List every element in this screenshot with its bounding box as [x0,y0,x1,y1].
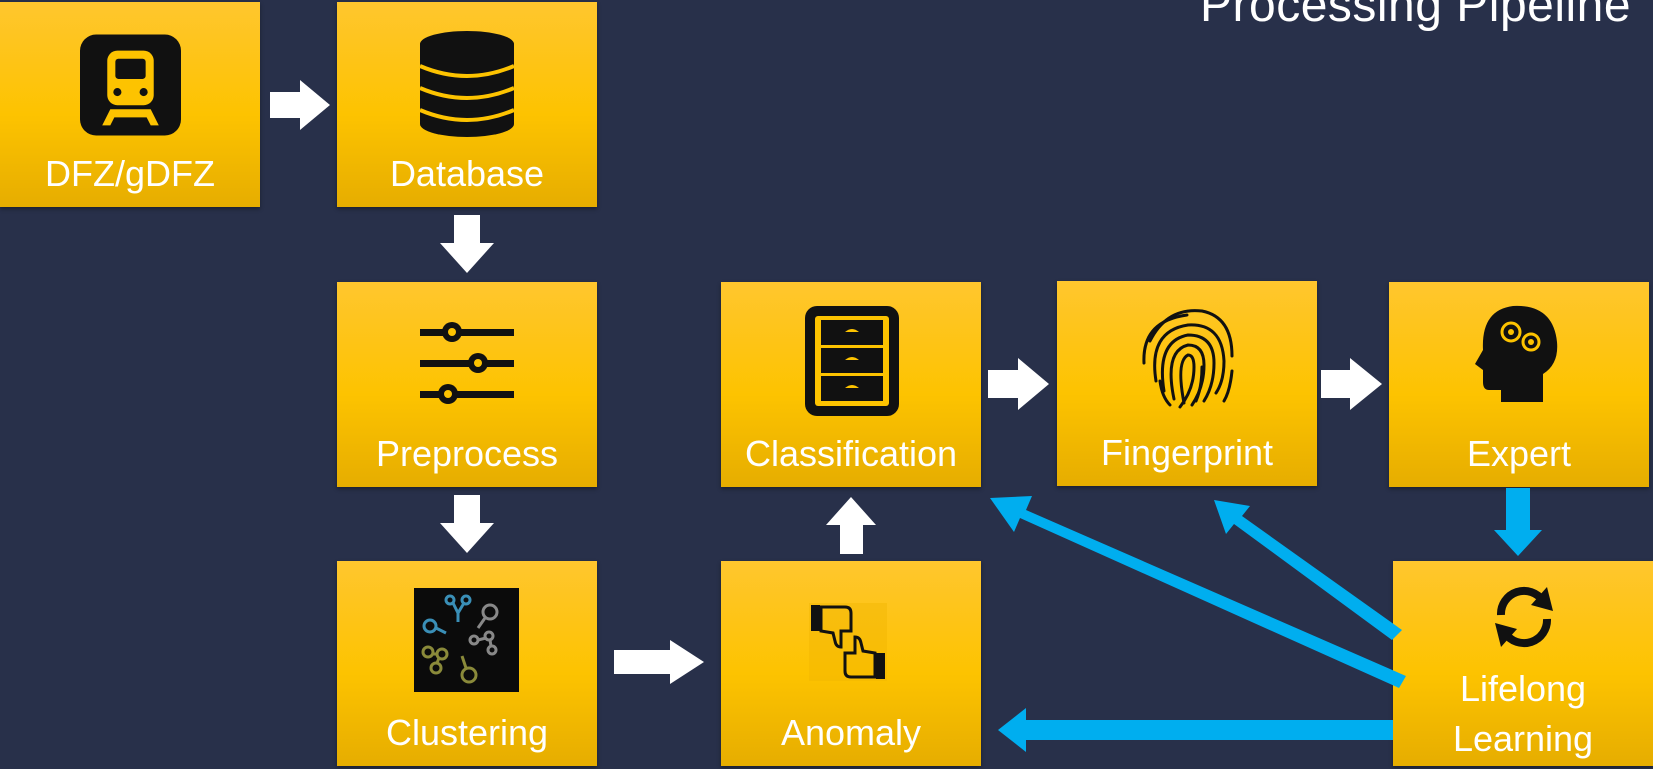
node-lifelong-learning: Lifelong Learning [1393,561,1653,766]
label-line-2: Learning [1452,718,1594,759]
node-label: Lifelong Learning [1393,664,1653,764]
arrow-database-to-preprocess [440,215,494,273]
node-anomaly: Anomaly [721,561,981,766]
node-label: Preprocess [375,433,559,474]
train-icon [80,34,181,136]
fingerprint-icon [1142,309,1234,409]
arrow-lifelong-to-classification [990,496,1406,688]
arrow-dfz-to-database [270,80,330,130]
arrow-expert-to-lifelong [1494,488,1542,556]
arrow-lifelong-to-fingerprint [1214,500,1402,640]
label-line-1: Lifelong [1459,668,1587,709]
node-classification: Classification [721,282,981,487]
node-label: Fingerprint [1100,432,1274,473]
arrow-classification-to-fingerprint [988,358,1049,410]
arrow-anomaly-to-classification [826,497,876,554]
clusters-icon [414,588,519,692]
head-gears-icon [1475,305,1558,402]
node-preprocess: Preprocess [337,282,597,487]
arrow-fingerprint-to-expert [1321,358,1382,410]
node-label: Clustering [385,712,549,753]
node-label: Anomaly [780,712,922,753]
node-fingerprint: Fingerprint [1057,281,1317,486]
node-label: Database [389,153,545,194]
arrow-preprocess-to-clustering [440,495,494,553]
node-expert: Expert [1389,282,1649,487]
page-title: Processing Pipeline [1200,0,1632,32]
node-label: Classification [744,433,958,474]
thumbs-up-down-icon [809,603,887,681]
filing-cabinet-icon [805,306,899,416]
sliders-icon [420,322,514,404]
arrow-clustering-to-anomaly [614,640,704,684]
node-clustering: Clustering [337,561,597,766]
arrow-lifelong-to-anomaly [998,708,1393,752]
refresh-icon [1495,586,1553,648]
node-label: Expert [1466,433,1572,474]
node-label: DFZ/gDFZ [45,153,215,194]
database-icon [419,31,515,137]
node-dfz: DFZ/gDFZ [0,2,260,207]
node-database: Database [337,2,597,207]
